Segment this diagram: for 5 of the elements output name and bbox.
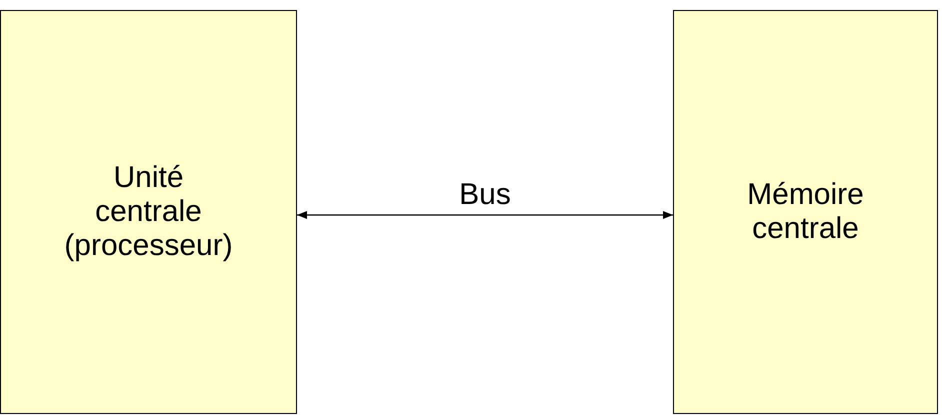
process-box (673, 10, 938, 414)
arrow (297, 211, 673, 219)
process-box (0, 10, 297, 414)
node-label: Unité centrale (processeur) (63, 161, 234, 263)
node-label: Mémoire centrale (746, 178, 865, 246)
